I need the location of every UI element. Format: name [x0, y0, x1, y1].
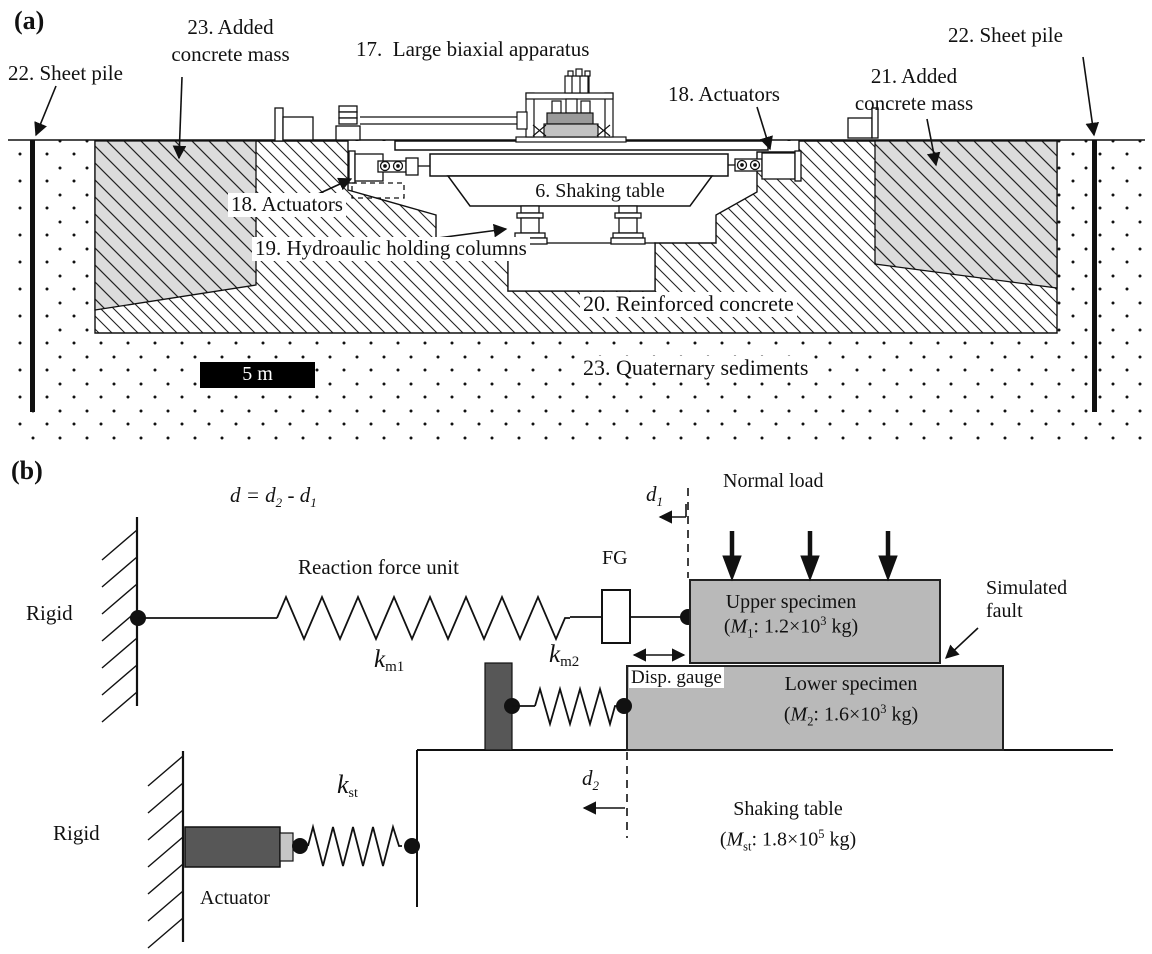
added-mass-right-label-line1: 21. Added	[870, 64, 958, 88]
pivot-table	[404, 838, 420, 854]
rigid-lower-label: Rigid	[53, 821, 100, 845]
hydraulic-holding-columns	[512, 205, 646, 245]
km2-label: km2	[549, 641, 580, 671]
force-gauge-label: FG	[602, 547, 628, 569]
added-mass-left-arrow	[172, 76, 187, 160]
shaking-table-label: 6. Shaking table	[535, 180, 665, 202]
added-mass-right-arrow	[926, 118, 941, 167]
added-mass-left-label-line2: concrete mass	[171, 42, 290, 66]
sheet-pile-right-label: 22. Sheet pile	[948, 23, 1063, 47]
d2-label: d2	[582, 766, 600, 794]
simulated-fault-label-line1: Simulated	[986, 577, 1068, 599]
force-gauge-box	[601, 589, 631, 644]
normal-load-arrows	[722, 531, 898, 582]
right-support-box	[847, 117, 873, 139]
pivot-actuator	[292, 838, 308, 854]
displacement-markers	[582, 488, 689, 838]
panel-a-leader-arrows	[34, 56, 1100, 242]
shaking-table-structure	[394, 140, 769, 207]
normal-load-label: Normal load	[723, 470, 824, 492]
spring-km2	[534, 685, 617, 728]
actuators-right-label: 18. Actuators	[668, 82, 780, 106]
reaction-force-unit-label: Reaction force unit	[298, 555, 459, 579]
actuator-left	[348, 150, 430, 199]
left-support-box	[282, 116, 314, 141]
reinforced-concrete-label: 20. Reinforced concrete	[580, 291, 797, 317]
km1-label: km1	[374, 646, 405, 676]
added-mass-right-label-line2: concrete mass	[854, 91, 974, 115]
shaking-table-b-label: Shaking table	[733, 798, 843, 820]
added-mass-left-label-line1: 23. Added	[187, 15, 274, 39]
actuator-right	[728, 150, 802, 182]
holding-column-right	[610, 205, 646, 245]
panel-b-tag: (b)	[11, 456, 43, 485]
actuator-piston	[279, 832, 294, 862]
table-foundation-block	[507, 242, 656, 292]
actuator-body	[184, 826, 281, 868]
actuators-left-arrow	[317, 177, 353, 195]
displacement-equation: d = d2 - d1	[230, 483, 317, 511]
sheet-pile-left	[30, 140, 35, 412]
simulated-fault-label-line2: fault	[986, 600, 1023, 622]
added-concrete-mass-left	[94, 140, 257, 311]
right-support-post	[871, 107, 879, 139]
rigid-wall-lower	[147, 751, 185, 949]
spring-km1	[276, 594, 570, 642]
added-concrete-mass-right	[874, 140, 1058, 289]
actuator-support-stands	[274, 105, 879, 142]
large-biaxial-apparatus	[515, 68, 627, 143]
upper-specimen-box	[689, 579, 941, 664]
actuator-label: Actuator	[200, 887, 270, 909]
spring-kst	[307, 823, 402, 867]
left-support-post	[274, 107, 284, 142]
panel-a-tag: (a)	[14, 6, 45, 35]
sheet-pile-right	[1092, 140, 1097, 412]
sheet-pile-left-label: 22. Sheet pile	[8, 61, 123, 85]
panel-b-drawing	[101, 488, 1113, 949]
quaternary-sediments-label: 23. Quaternary sediments	[580, 355, 812, 381]
holding-column-left	[512, 205, 548, 245]
kst-label: kst	[337, 770, 358, 802]
lower-specimen-label: Lower specimen	[784, 673, 918, 695]
sheet-pile-right-arrow	[1082, 56, 1100, 137]
pivot-lower-specimen	[616, 698, 632, 714]
upper-specimen-label: Upper specimen	[725, 591, 857, 613]
scale-bar-label: 5 m	[242, 363, 273, 385]
sheet-pile-left-arrow	[34, 85, 57, 137]
holding-columns-label: 19. Hydroaulic holding columns	[252, 236, 530, 261]
rigid-upper-label: Rigid	[26, 601, 73, 625]
actuators-right-arrow	[756, 106, 773, 151]
lower-specimen-mass: (M2: 1.6×103 kg)	[783, 702, 919, 729]
disp-gauge-label: Disp. gauge	[629, 667, 724, 689]
simulated-fault-arrow	[945, 627, 979, 659]
actuators-left-label: 18. Actuators	[228, 192, 346, 217]
d1-label: d1	[646, 482, 664, 510]
scale-bar	[200, 362, 315, 388]
shaking-table-mass: (Mst: 1.8×105 kg)	[719, 827, 857, 854]
upper-specimen-mass: (M1: 1.2×103 kg)	[723, 614, 859, 641]
panel-a-drawing	[8, 56, 1145, 442]
biaxial-apparatus-label: 17. Large biaxial apparatus	[356, 37, 590, 61]
reaction-post	[484, 662, 513, 751]
